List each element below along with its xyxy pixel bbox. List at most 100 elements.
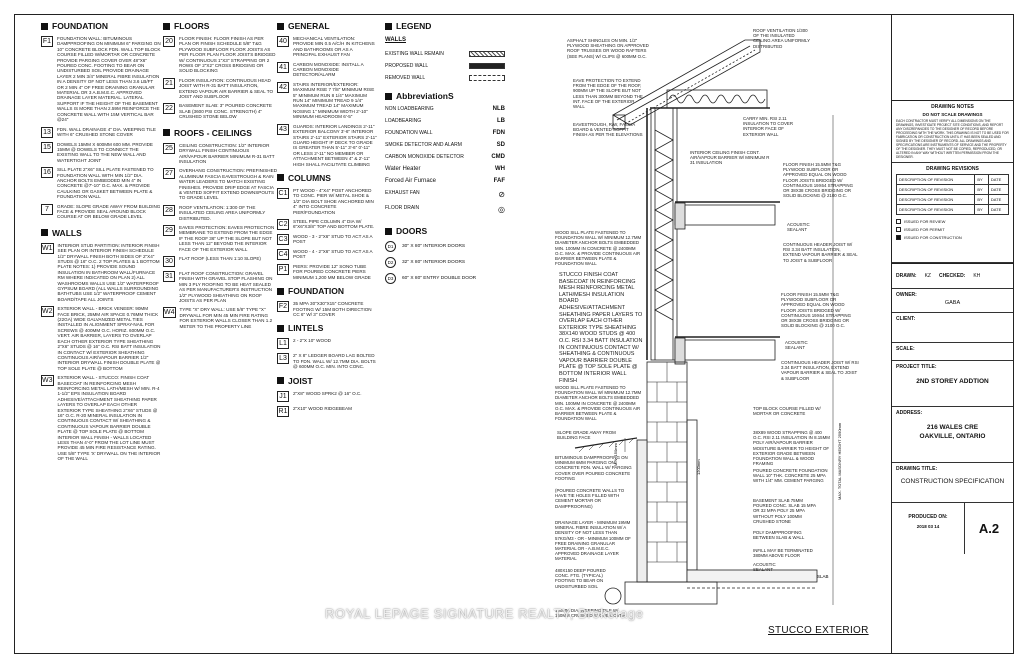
- abbreviation-code: LB: [497, 118, 505, 124]
- spec-code-tag: W2: [41, 306, 54, 318]
- spec-item: 7 GRADE: SLOPE GRADE AWAY FROM BUILDING F…: [41, 203, 161, 220]
- drawing-title-value: CONSTRUCTION SPECIFICATION: [900, 478, 1005, 485]
- ceiling-batt-pattern: [668, 94, 766, 104]
- produced-sheet-row: PRODUCED ON: 2018 03 14 A.2: [892, 503, 1013, 554]
- legend-wall-swatch: [469, 63, 505, 69]
- door-code-tag: D1: [385, 241, 396, 252]
- scale-box: SCALE:: [892, 343, 1013, 361]
- spec-code-tag: 27: [163, 168, 175, 180]
- spec-item: L32" x 8" LEDGER BOARD LAG BOLTED TO FDN…: [277, 353, 377, 369]
- spec-note-text: WOOD - 4 - 2"x6" STUD TO ACT AS A POST: [293, 248, 373, 260]
- project-title-label: PROJECT TITLE:: [896, 364, 937, 370]
- revisions-header-row: DESCRIPTION OF REVISION BY DATE: [895, 184, 1010, 195]
- drainage-layer: [636, 439, 648, 583]
- spec-note-text: EXTERIOR WALL - BRICK VENEER: 90mm FACE …: [57, 306, 161, 371]
- checked-value: KH: [973, 273, 981, 279]
- rev-col-by: BY: [974, 204, 989, 215]
- spec-item: L12 - 2"x 10" WOOD: [277, 338, 377, 350]
- spec-note-text: OVERHANG CONSTRUCTION: PREFINISHED ALUMI…: [179, 168, 278, 201]
- spec-note-text: 35 mpa 30"X30"X15" CONCRETE FOOTING W/ 1…: [293, 301, 372, 317]
- abbreviation-code: WH: [495, 166, 505, 172]
- abbreviation-row: FLOOR DRAIN ◎: [385, 205, 505, 214]
- floors-section-title: FLOORS: [163, 21, 277, 31]
- spec-code-tag: L3: [277, 353, 289, 365]
- sheet-number: A.2: [978, 521, 1000, 536]
- rev-col-description: DESCRIPTION OF REVISION: [895, 184, 976, 195]
- callout-carry-insulation: CARRY MIN. RSI 2.11 INSULATION TO COVER …: [743, 116, 794, 137]
- square-bullet-icon: [385, 92, 392, 100]
- callout-eavestrough: EAVESTROUGH, R/W, FASCIA BOARD & VENTED …: [573, 122, 643, 138]
- abbreviation-code: SD: [496, 142, 505, 148]
- floor-drain-icon: ◎: [498, 205, 505, 214]
- spec-note-text: STEEL PIPE COLUMN 4" DIA W/ 6"x6"x3/8" T…: [293, 218, 375, 230]
- block-pattern: [647, 362, 687, 563]
- callout-dampproofing: BITUMINOUS DAMPPROOFING ON MINIMUM 6mm P…: [555, 455, 632, 481]
- callout-footing: 480x150 DEEP POURED CONC. FTG. (TYPICAL)…: [555, 568, 606, 589]
- spec-code-tag: J1: [277, 390, 289, 402]
- spec-code-tag: 40: [277, 36, 289, 47]
- main-floor-joist: [674, 339, 776, 361]
- spec-code-tag: 42: [277, 81, 289, 93]
- legend-walls-label: WALLS: [385, 37, 406, 43]
- callout-ceiling-finish: INTERIOR CEILING FINISH CONT. AIR/VAPOUR…: [690, 150, 770, 166]
- rev-col-date: DATE: [987, 204, 1010, 215]
- spec-code-tag: C4: [277, 248, 289, 260]
- drawing-revisions-title: DRAWING REVISIONS: [926, 166, 979, 172]
- spec-code-tag: F1: [41, 36, 53, 47]
- square-bullet-icon: [277, 377, 284, 385]
- produced-label: PRODUCED ON:: [908, 514, 948, 520]
- columns-section-title: COLUMNS: [277, 173, 377, 183]
- spec-note-text: GRADE: SLOPE GRADE AWAY FROM BUILDING FA…: [57, 203, 161, 220]
- do-not-scale-note: DO NOT SCALE DRAWINGS: [922, 112, 983, 117]
- rev-col-date: DATE: [987, 184, 1010, 195]
- legend-wall-row: PROPOSED WALL: [385, 63, 505, 69]
- spec-note-text: FLAT ROOF CONSTRUCTION: GRAVEL FINISH WI…: [179, 271, 273, 304]
- spec-code-tag: 15: [41, 141, 53, 153]
- rev-col-date: DATE: [987, 194, 1010, 205]
- revisions-header-row: DESCRIPTION OF REVISION BY DATE: [895, 204, 1010, 215]
- spec-code-tag: P1: [277, 263, 289, 275]
- spec-code-tag: 29: [163, 224, 175, 236]
- slab-label: SLAB: [817, 574, 829, 579]
- abbreviation-label: FLOOR DRAIN: [385, 205, 420, 211]
- spec-note-text: BASEMENT SLAB: 3" POURED CONCRETE SLAB (…: [179, 103, 272, 120]
- door-description: 32" X 80" INTERIOR DOORS: [402, 260, 466, 265]
- revisions-table: DESCRIPTION OF REVISION BY DATE DESCRIPT…: [895, 174, 1010, 215]
- wall-section-detail: SLAB MIN. 150mm MAX. TOTAL MASONRY HEIGH…: [555, 20, 890, 650]
- spec-code-tag: 7: [41, 203, 53, 215]
- issue-status-label: ISSUED FOR PERMIT: [904, 227, 945, 232]
- brokerage-watermark: ROYAL LEPAGE SIGNATURE REALTY, Brokerage: [325, 606, 644, 621]
- lintels-section-title: LINTELS: [277, 323, 377, 333]
- callout-main-floor-finish: FLOOR FINISH 15.5mm T&G PLYWOOD SUBFLOOR…: [781, 292, 852, 329]
- spec-code-tag: 43: [277, 123, 289, 135]
- title-block-logo-area: [892, 15, 1013, 101]
- legend-wall-row: REMOVED WALL: [385, 75, 505, 81]
- square-bullet-icon: [277, 324, 284, 332]
- sheet-number-box: A.2: [965, 503, 1013, 554]
- spec-note-text: EXTERIOR WALL - STUCCO: FINISH COAT BASE…: [57, 375, 161, 462]
- door-description: 30" X 80" INTERIOR DOORS: [402, 244, 466, 249]
- spec-note-text: 2 - 2"x 10" WOOD: [293, 338, 331, 344]
- wall-section-drawing: SLAB MIN. 150mm MAX. TOTAL MASONRY HEIGH…: [574, 39, 842, 605]
- square-bullet-icon: [277, 22, 284, 30]
- scale-label: SCALE:: [896, 346, 915, 352]
- produced-box: PRODUCED ON: 2018 03 14: [892, 503, 965, 554]
- upper-wall-frame: [650, 107, 678, 361]
